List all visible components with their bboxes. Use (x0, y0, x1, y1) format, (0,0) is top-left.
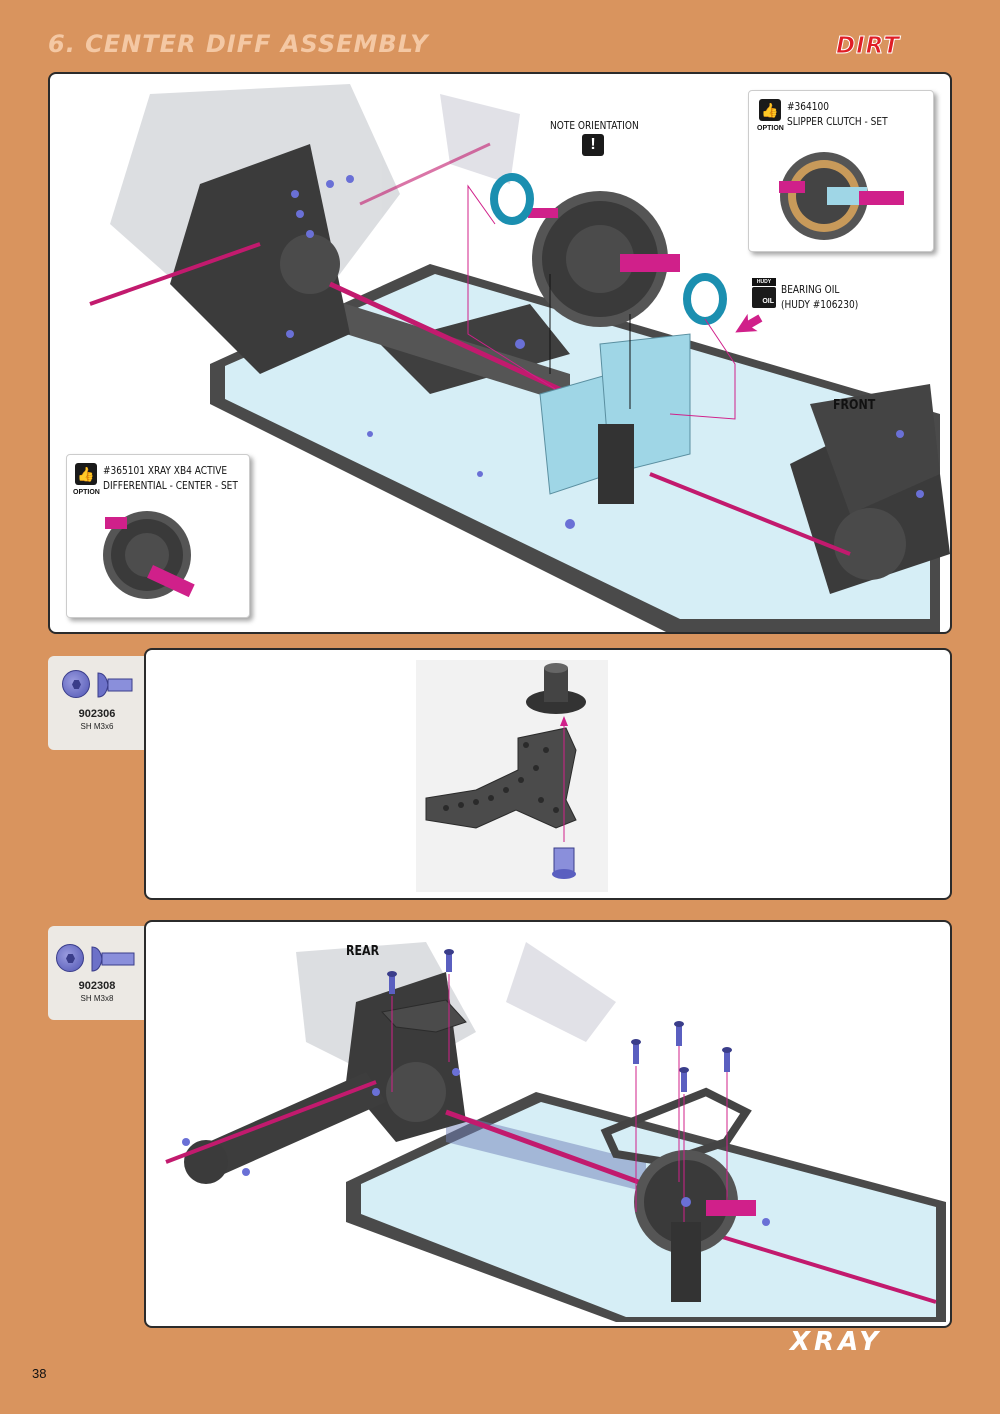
final-assembly-illustration (165, 942, 946, 1322)
page-title: 6. CENTER DIFF ASSEMBLY (48, 30, 429, 58)
hudy-oil-icon: HUDY OIL (752, 278, 776, 308)
option-callout-slipper-clutch: 👍 OPTION #364100 SLIPPER CLUTCH - SET (748, 90, 934, 252)
slipper-clutch-desc: SLIPPER CLUTCH - SET (787, 115, 888, 128)
active-diff-image (103, 511, 195, 599)
dirt-logo: DIRT (835, 33, 901, 60)
front-direction-label: FRONT (833, 398, 876, 413)
step-brace-panel (144, 648, 952, 900)
slipper-clutch-image (779, 152, 904, 240)
oil-label: OIL (752, 287, 776, 308)
xray-logo: XRAY (790, 1327, 883, 1357)
step-final-assembly-panel: REAR (144, 920, 952, 1328)
thumbs-up-icon: 👍 (759, 99, 781, 121)
bearing-oil-text: BEARING OIL (HUDY #106230) (781, 282, 858, 312)
slipper-clutch-code: #364100 (787, 100, 829, 113)
screw-side-icon (97, 672, 133, 698)
screw-side-icon (91, 946, 135, 972)
bearing-oil-line1: BEARING OIL (781, 283, 840, 296)
thumbs-up-icon: 👍 (75, 463, 97, 485)
part-desc: SH M3x6 (80, 722, 114, 731)
active-diff-line2: DIFFERENTIAL - CENTER - SET (103, 479, 238, 492)
part-code: 902308 (78, 980, 116, 992)
screw-head-icon (56, 944, 84, 972)
bearing-oil-line2: (HUDY #106230) (781, 298, 859, 311)
center-diff-overview-panel: NOTE ORIENTATION ! HUDY OIL BEARING OIL … (48, 72, 952, 634)
page-number: 38 (32, 1366, 47, 1381)
warning-icon: ! (582, 134, 604, 156)
active-diff-line1: #365101 XRAY XB4 ACTIVE (103, 464, 228, 477)
hudy-label: HUDY (752, 278, 776, 286)
slipper-clutch-text: #364100 SLIPPER CLUTCH - SET (787, 99, 888, 129)
option-label: OPTION (757, 125, 784, 132)
part-code: 902306 (78, 708, 116, 720)
screw-head-icon (62, 670, 90, 698)
part-desc: SH M3x8 (80, 994, 114, 1003)
active-diff-text: #365101 XRAY XB4 ACTIVE DIFFERENTIAL - C… (103, 463, 238, 493)
part-tab-902306: 902306 SH M3x6 (48, 656, 146, 750)
option-callout-active-diff: 👍 OPTION #365101 XRAY XB4 ACTIVE DIFFERE… (66, 454, 250, 618)
rear-direction-label: REAR (346, 944, 380, 959)
note-orientation-label: NOTE ORIENTATION (550, 119, 639, 132)
chassis-illustration (89, 84, 950, 632)
brace-assembly-illustration (416, 660, 608, 892)
part-tab-902308: 902308 SH M3x8 (48, 926, 146, 1020)
option-label: OPTION (73, 489, 100, 496)
